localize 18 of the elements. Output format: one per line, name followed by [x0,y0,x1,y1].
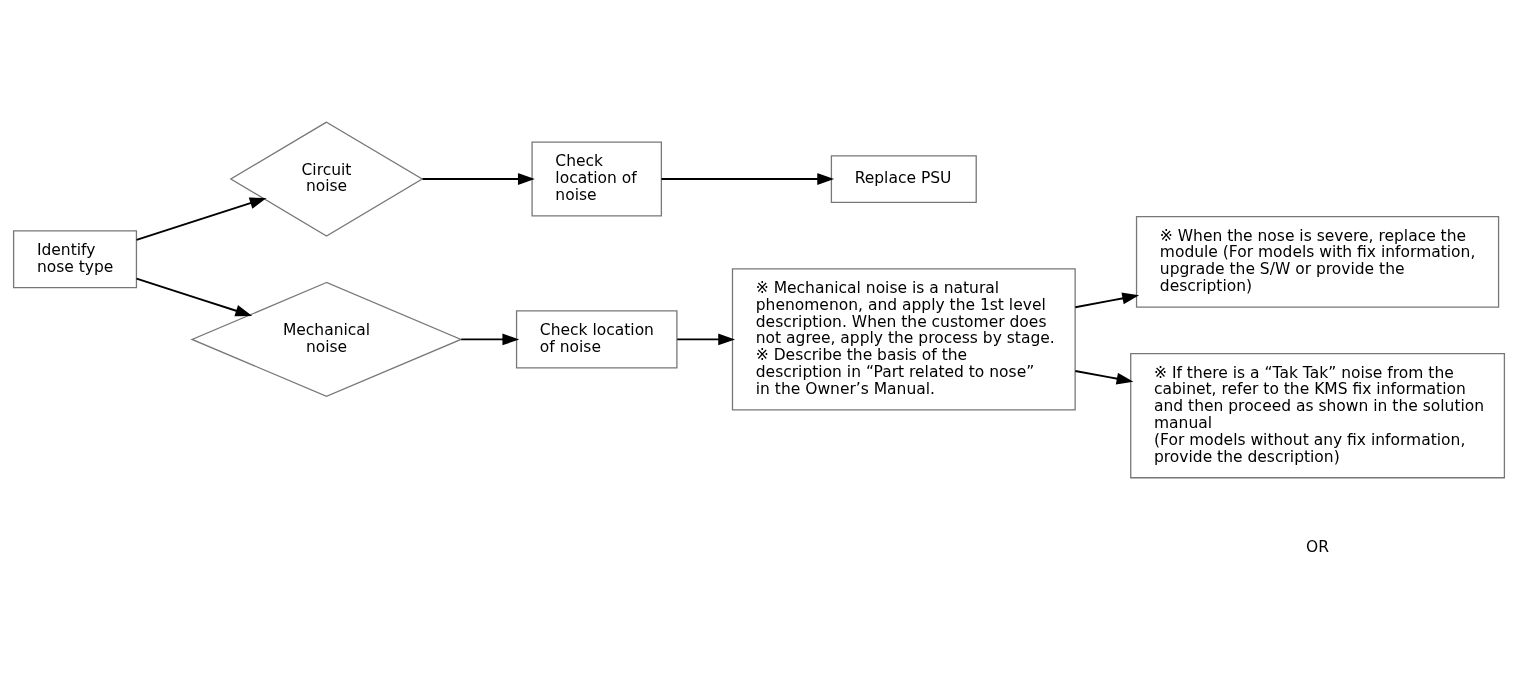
node-box: ※ Mechanical noise is a natural phenomenon, and apply the 1st level description. When the customer does not agree, apply the process by stage. ※ Describe the basis of the description in “Part related to nose” in the Owner’s Manual. [731,268,1076,411]
node-box: Replace PSU [830,155,977,203]
arrow [676,333,736,346]
node-diamond: Circuit noise [229,121,424,237]
arrow [660,173,835,185]
node-box: ※ If there is a “Tak Tak” noise from the cabinet, refer to the KMS fix information and then proceed as shown in the solution manual (For models without any fix information, provide the description) [1130,352,1506,479]
node-box: Identify nose type [12,230,138,289]
arrow [421,173,535,185]
arrow [135,277,253,317]
arrow [1074,370,1134,385]
node-box: Check location of noise [515,310,678,369]
node-box: ※ When the nose is severe, replace the module (For models with fix information, upgrade the S/W or provide the description) [1135,215,1500,308]
node-box: Check location of noise [531,141,663,217]
arrow [1074,292,1140,309]
node-diamond: Mechanical noise [190,281,463,397]
arrow [460,333,520,346]
arrow [135,197,267,241]
label: OR [1306,537,1330,556]
